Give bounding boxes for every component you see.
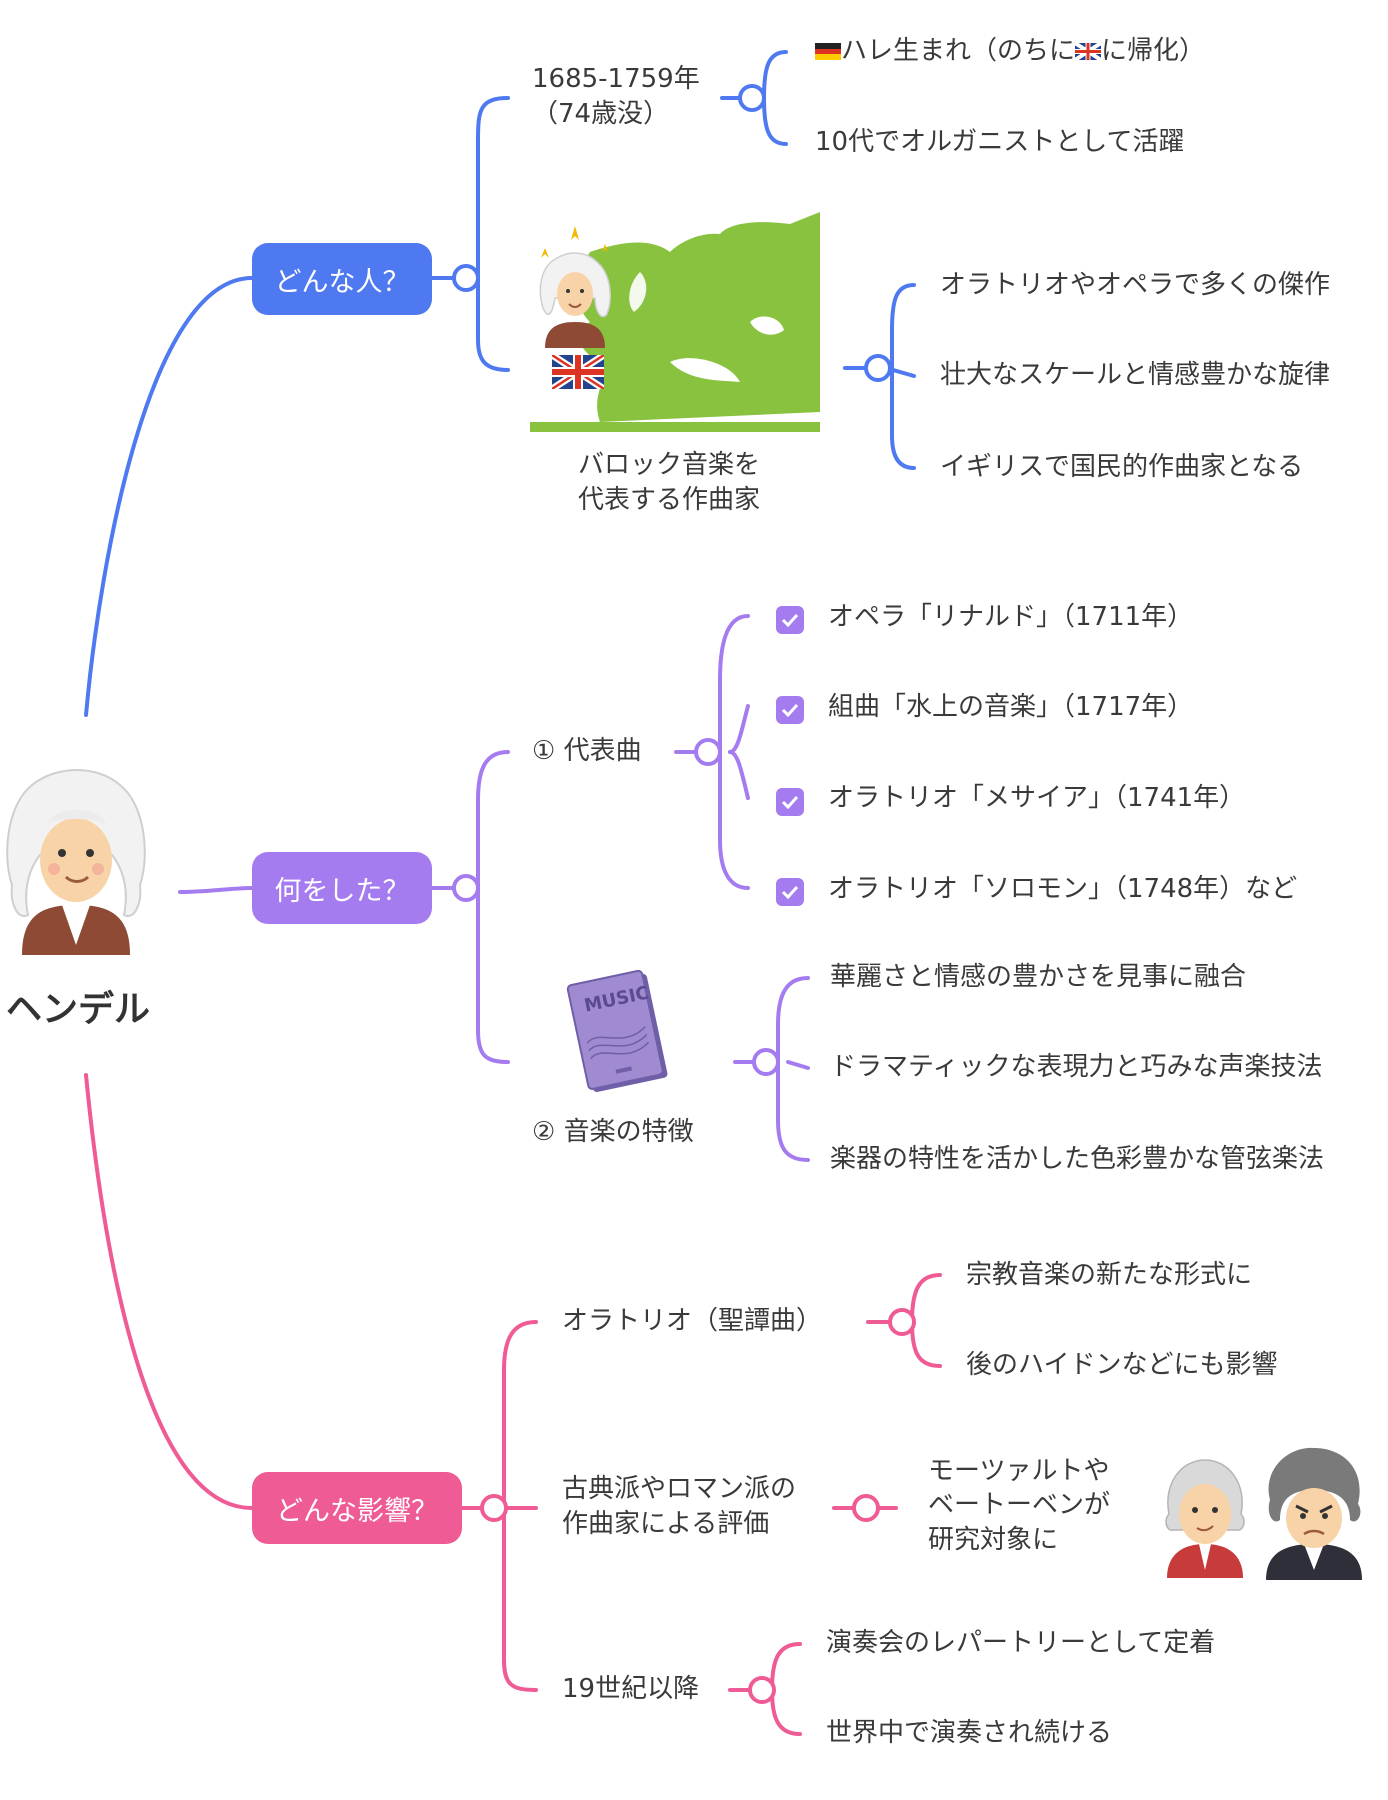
node-handle-oratorio: [888, 1308, 916, 1336]
node-oratorio[interactable]: オラトリオ（聖譚曲）: [562, 1306, 823, 1336]
node-handle-life: [738, 84, 766, 112]
node-classical[interactable]: 古典派やロマン派の 作曲家による評価: [562, 1474, 797, 1540]
connector-root-did: [178, 886, 254, 894]
work-rinaldo[interactable]: オペラ「リナルド」（1711年）: [828, 602, 1194, 632]
baroque-masterpieces[interactable]: オラトリオやオペラで多くの傑作: [940, 270, 1331, 300]
node-baroque[interactable]: バロック音楽を 代表する作曲家: [578, 450, 761, 516]
c19-worldwide[interactable]: 世界中で演奏され続ける: [826, 1718, 1113, 1748]
baroque-melody[interactable]: 壮大なスケールと情感豊かな旋律: [940, 360, 1331, 390]
root-label: ヘンデル: [6, 989, 151, 1030]
node-handle-features: [752, 1048, 780, 1076]
connector-root-impact: [84, 1073, 254, 1510]
check-icon: [781, 795, 799, 809]
branch-impact[interactable]: どんな影響？: [252, 1472, 462, 1544]
handel-portrait-icon: [6, 769, 146, 955]
branch-who[interactable]: どんな人？: [252, 243, 432, 315]
node-features[interactable]: ② 音楽の特徴: [532, 1117, 694, 1147]
node-works[interactable]: ① 代表曲: [532, 736, 642, 766]
node-handle-baroque: [864, 354, 892, 382]
check-icon: [781, 703, 799, 717]
checkbox-checked[interactable]: [776, 878, 804, 906]
beethoven-portrait-icon: [1266, 1447, 1362, 1580]
europe-map-icon: [530, 212, 820, 432]
check-icon: [781, 613, 799, 627]
node-19th-century[interactable]: 19世紀以降: [562, 1674, 700, 1704]
checkbox-checked[interactable]: [776, 606, 804, 634]
work-solomon[interactable]: オラトリオ「ソロモン」（1748年）など: [828, 874, 1298, 904]
mozart-portrait-icon: [1165, 1459, 1245, 1578]
checkbox-checked[interactable]: [776, 788, 804, 816]
life-organist[interactable]: 10代でオルガニストとして活躍: [815, 127, 1185, 157]
connector-root-who: [84, 276, 254, 717]
c19-repertoire[interactable]: 演奏会のレパートリーとして定着: [826, 1628, 1216, 1658]
node-handle-did: [452, 874, 480, 902]
life-birthplace[interactable]: ハレ生まれ（のちにに帰化）: [815, 34, 1205, 69]
feature-orchestration[interactable]: 楽器の特性を活かした色彩豊かな管弦楽法: [830, 1144, 1325, 1174]
checkbox-checked[interactable]: [776, 696, 804, 724]
node-handle-impact: [480, 1494, 508, 1522]
music-book-icon: [566, 969, 668, 1092]
feature-fusion[interactable]: 華麗さと情感の豊かさを見事に融合: [830, 962, 1247, 992]
classical-study[interactable]: モーツァルトや ベートーベンが 研究対象に: [928, 1456, 1111, 1555]
uk-flag-icon: [1073, 41, 1103, 62]
germany-flag-icon: [815, 43, 841, 60]
node-life[interactable]: 1685-1759年 （74歳没）: [532, 64, 700, 130]
check-icon: [781, 885, 799, 899]
work-water-music[interactable]: 組曲「水上の音楽」（1717年）: [828, 692, 1194, 722]
node-handle-works: [694, 738, 722, 766]
oratorio-new-form[interactable]: 宗教音楽の新たな形式に: [966, 1260, 1253, 1290]
uk-flag-icon: [552, 355, 604, 389]
work-messiah[interactable]: オラトリオ「メサイア」（1741年）: [828, 783, 1246, 813]
oratorio-influence[interactable]: 後のハイドンなどにも影響: [966, 1350, 1278, 1380]
node-handle-who: [452, 264, 480, 292]
handel-small-portrait-icon: [539, 226, 611, 348]
feature-drama[interactable]: ドラマティックな表現力と巧みな声楽技法: [830, 1052, 1323, 1082]
node-handle-c19: [748, 1676, 776, 1704]
baroque-national[interactable]: イギリスで国民的作曲家となる: [940, 452, 1304, 482]
branch-did[interactable]: 何をした？: [252, 852, 432, 924]
node-handle-classical: [852, 1494, 880, 1522]
